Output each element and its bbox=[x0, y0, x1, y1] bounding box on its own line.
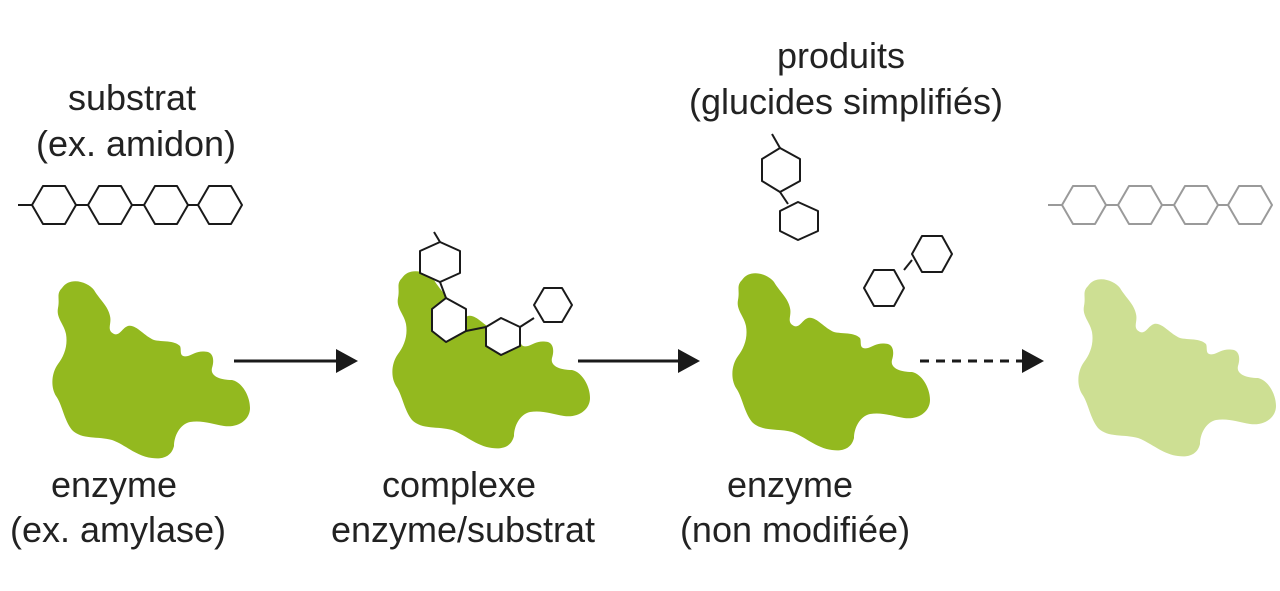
faded-substrate-chain bbox=[1048, 185, 1273, 225]
product-molecule-2 bbox=[863, 235, 953, 307]
enzyme-blob-2 bbox=[732, 273, 930, 451]
enzyme-blob-1 bbox=[52, 281, 250, 459]
enzyme1-label-line1: enzyme bbox=[51, 464, 177, 505]
enzyme2-label-line1: enzyme bbox=[727, 464, 853, 505]
products-label-line1: produits bbox=[777, 35, 905, 76]
complex-label-line2: enzyme/substrat bbox=[331, 509, 595, 550]
arrow-2 bbox=[578, 349, 700, 373]
substrate-label-line1: substrat bbox=[68, 77, 196, 118]
substrate-chain bbox=[18, 185, 243, 225]
enzyme-blob-faded bbox=[1078, 279, 1276, 457]
substrate-label-line2: (ex. amidon) bbox=[36, 123, 236, 164]
arrow-1 bbox=[234, 349, 358, 373]
products-label-line2: (glucides simplifiés) bbox=[689, 81, 1003, 122]
enzyme1-label-line2: (ex. amylase) bbox=[10, 509, 226, 550]
bound-substrate-chain bbox=[419, 231, 573, 356]
complex-label-line1: complexe bbox=[382, 464, 536, 505]
product-molecule-1 bbox=[761, 133, 819, 241]
enzyme2-label-line2: (non modifiée) bbox=[680, 509, 910, 550]
arrow-3 bbox=[920, 349, 1044, 373]
